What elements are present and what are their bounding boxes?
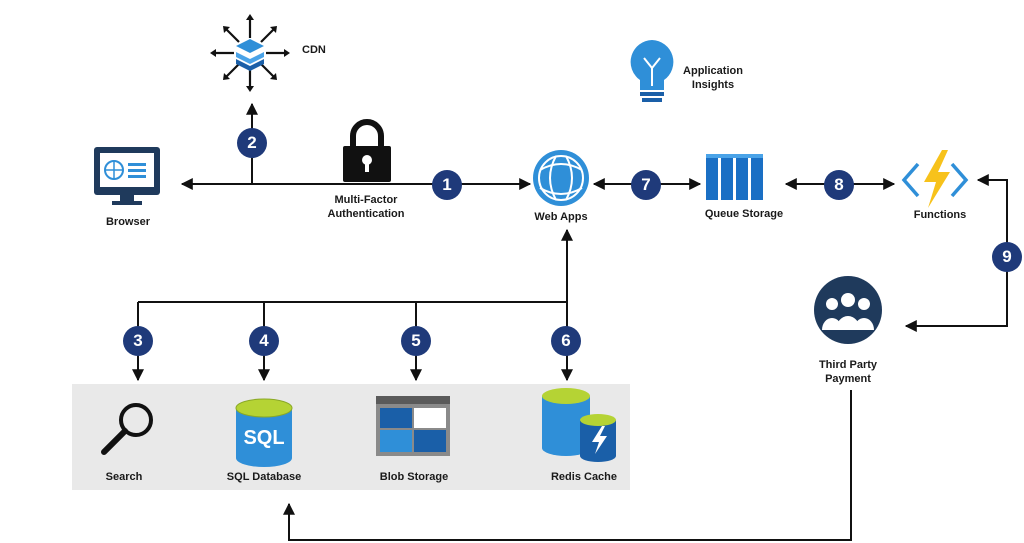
search-label: Search [105,471,143,483]
sql-icon-text: SQL [243,427,285,449]
step-badge-7: 7 [631,170,661,200]
blob-storage-label: Blob Storage [379,471,449,483]
globe-icon [533,150,589,206]
step-badge-9: 9 [992,242,1022,272]
padlock-icon [343,119,391,182]
sql-database-label: SQL Database [226,471,302,483]
redis-cache-label: Redis Cache [550,471,618,483]
app-insights-label-line2: Insights [691,79,735,91]
step-badge-3: 3 [123,326,153,356]
functions-label: Functions [913,209,967,221]
mfa-label-line2: Authentication [327,208,405,220]
step-badge-1: 1 [432,170,462,200]
step-badge-4: 4 [249,326,279,356]
queue-icon [706,154,763,200]
third-party-label-line1: Third Party [818,359,878,371]
lightbulb-icon [630,40,674,102]
sql-database-icon [235,398,293,467]
third-party-label: Third Party Payment [808,358,888,386]
app-insights-label: Application Insights [676,64,750,92]
step-badge-8: 8 [824,170,854,200]
step-badge-2: 2 [237,128,267,158]
mfa-label-line1: Multi-Factor [334,194,398,206]
browser-label: Browser [105,216,151,228]
blob-storage-icon [376,396,450,456]
third-party-label-line2: Payment [825,373,871,385]
redis-cache-icon [542,388,616,462]
monitor-icon [94,147,160,205]
magnifier-icon [101,403,153,455]
people-icon [814,276,882,344]
app-insights-label-line1: Application [683,65,743,77]
cdn-label: CDN [302,44,326,56]
mfa-label: Multi-Factor Authentication [308,193,424,221]
connector-payment-sql [283,390,852,541]
web-apps-label: Web Apps [534,211,588,223]
data-tier-panel [72,384,630,490]
cdn-icon [210,14,290,92]
queue-storage-label: Queue Storage [704,208,784,220]
lightning-icon [901,150,969,208]
step-badge-6: 6 [551,326,581,356]
step-badge-5: 5 [401,326,431,356]
